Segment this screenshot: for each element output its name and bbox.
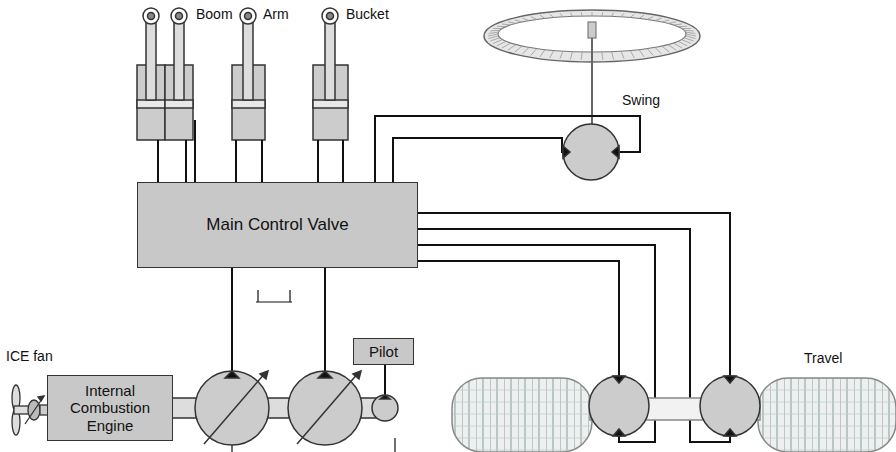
part-name: Arm — [263, 6, 289, 22]
part-name: Boom — [196, 6, 233, 22]
crawler-tracks — [452, 378, 896, 452]
box-label: Pilot — [369, 343, 398, 360]
pilot-box: Pilot — [353, 338, 414, 365]
part-name: Bucket — [346, 6, 389, 22]
box-label: Internal Combustion Engine — [53, 382, 167, 434]
part-name: Travel — [804, 350, 842, 366]
engine-fan — [12, 385, 48, 435]
engine-box: Internal Combustion Engine — [47, 375, 173, 441]
swing-gear — [484, 10, 700, 124]
pumps — [172, 371, 398, 445]
part-name: ICE fan — [6, 348, 53, 364]
hydraulic-cylinders — [137, 8, 348, 140]
hydraulic-lines — [158, 116, 730, 452]
box-label: Main Control Valve — [206, 215, 348, 235]
part-name: Swing — [622, 92, 660, 108]
hydraulic-motors — [563, 124, 760, 436]
control-valve-box: Main Control Valve — [137, 182, 418, 268]
